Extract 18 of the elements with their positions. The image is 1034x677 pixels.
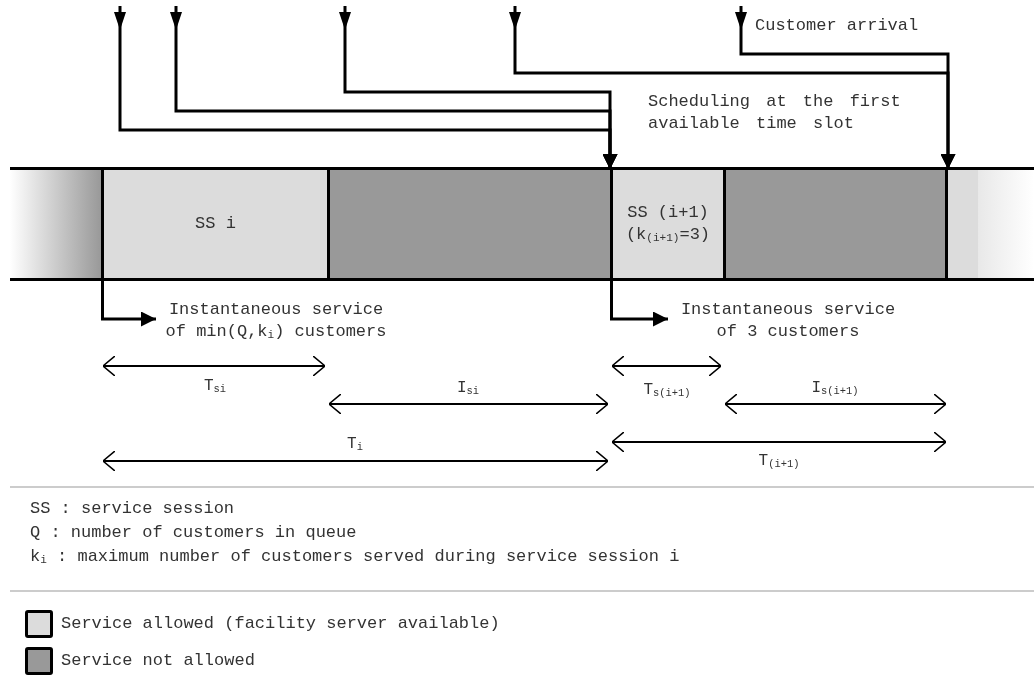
service-arrow [101,281,156,327]
capacity-label: (k$_{(i+1)}$=3) [625,224,711,246]
segment-label: SS (i+1) [627,201,709,224]
service-allowed-segment [610,167,723,281]
legend-label: Service not allowed [61,650,255,672]
service-allowed-segment [101,167,327,281]
service-note: Instantaneous service of min(Q,k$_{i}$) customers [164,298,388,343]
arrival-label: Customer arrival [755,15,920,37]
scheduling-note: Scheduling at the first available time slot [648,91,902,136]
legend-label: Service allowed (facility server available) [61,613,500,635]
service-not-allowed-segment [723,167,948,281]
glossary-entry: Q : number of customers in queue [30,522,358,544]
service-arrow [610,281,668,327]
glossary-entry: k$_{i}$ : maximum number of customers served during service session i [30,546,681,568]
service-note: Instantaneous service of 3 customers [679,298,897,343]
segment-label: SS i [195,212,236,235]
service-not-allowed-segment [327,167,610,281]
glossary-entry: SS : service session [30,498,236,520]
